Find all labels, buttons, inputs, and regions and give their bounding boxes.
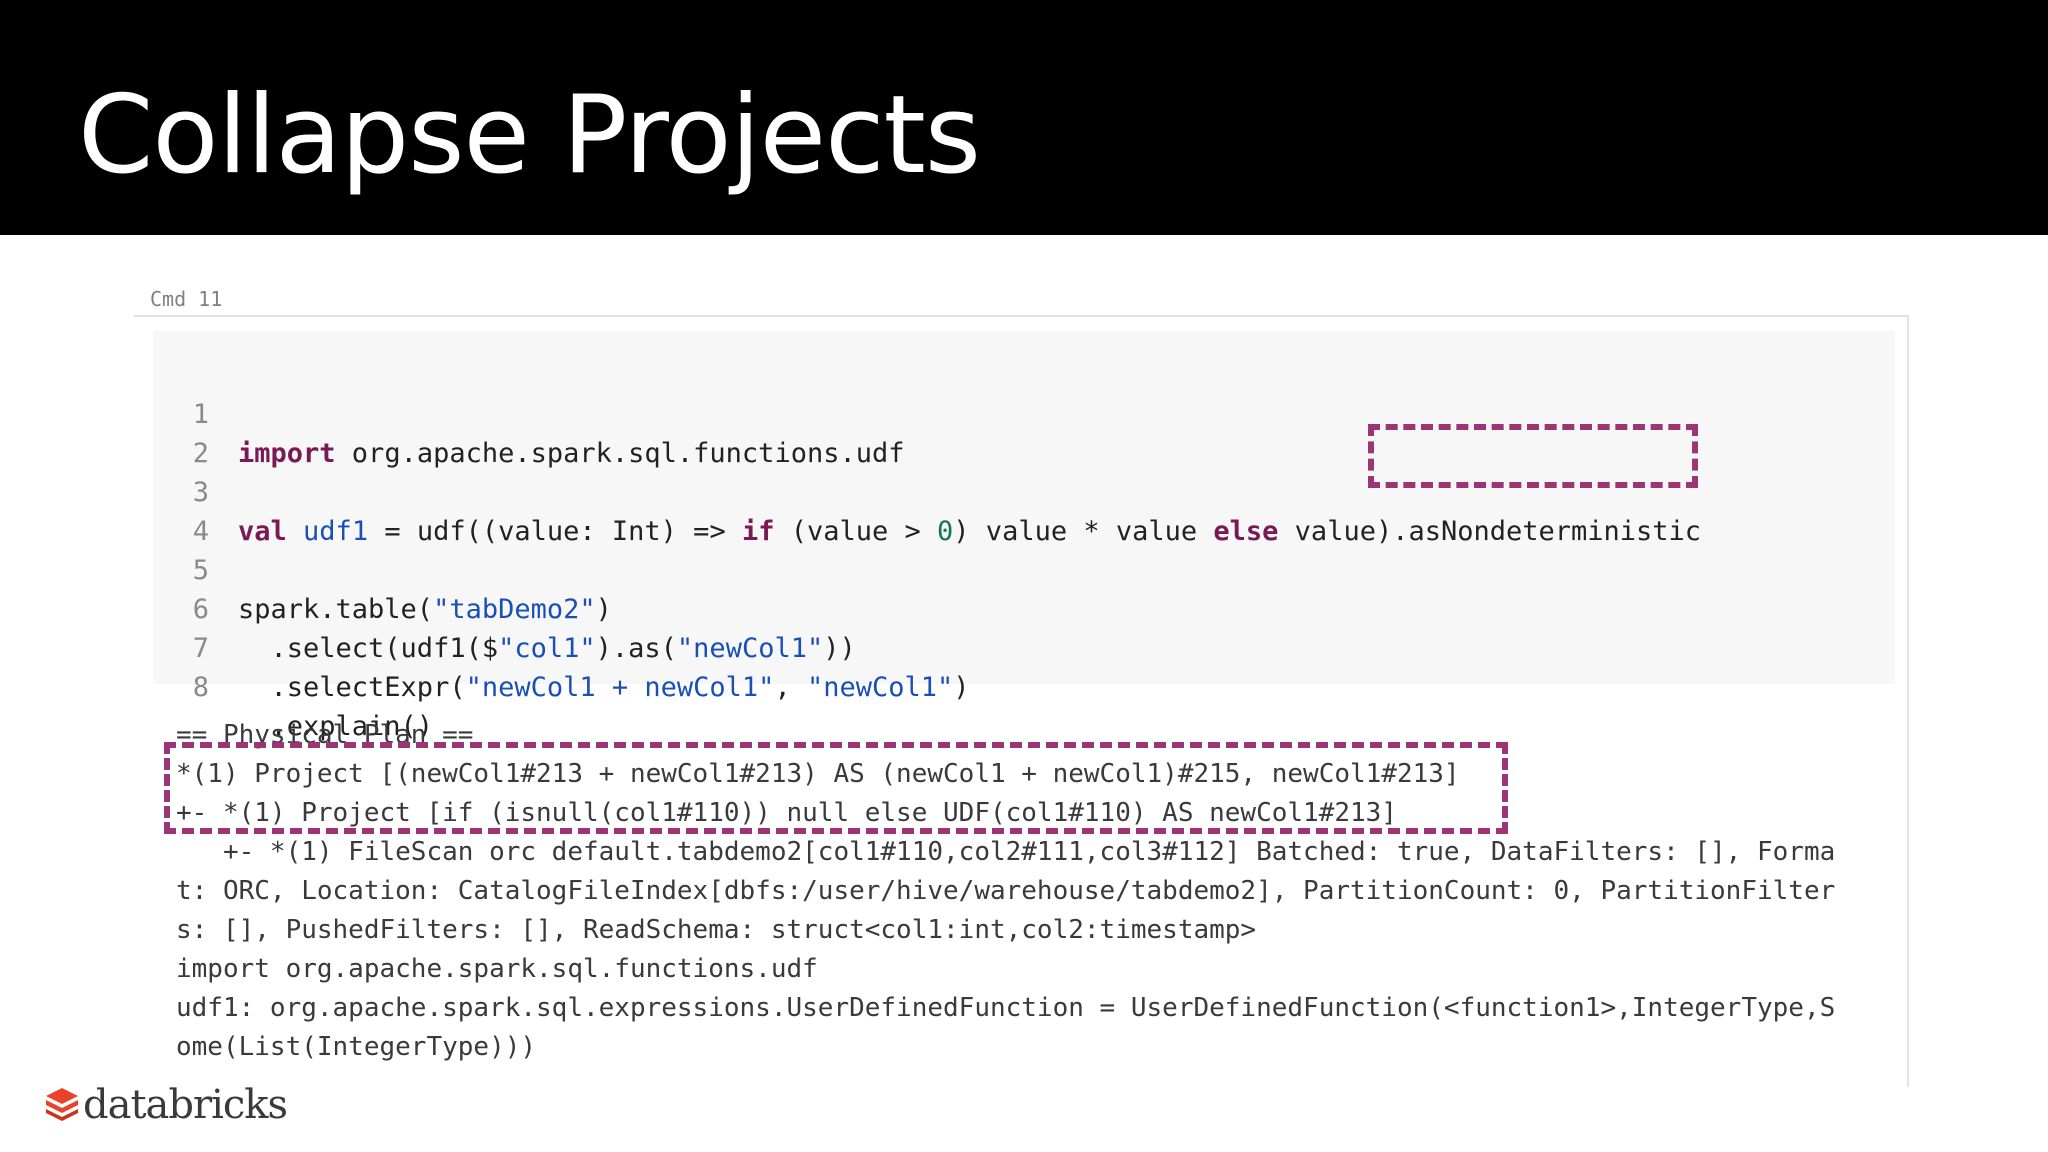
code-token: else — [1213, 516, 1279, 547]
slide-title: Collapse Projects — [78, 73, 981, 198]
code-text: .select(udf1($"col1").as("newCol1")) — [238, 629, 856, 668]
code-text: import org.apache.spark.sql.functions.ud… — [238, 434, 905, 473]
output-line: s: [], PushedFilters: [], ReadSchema: st… — [176, 915, 1257, 945]
code-token: ) — [595, 594, 612, 625]
line-number: 7 — [192, 633, 209, 664]
notebook-cell — [134, 315, 1909, 1087]
code-token: "tabDemo2" — [433, 594, 596, 625]
databricks-logo-icon — [46, 1088, 78, 1121]
code-token: = udf((value: Int) => — [368, 516, 742, 547]
code-text: .explain() — [238, 707, 434, 746]
code-text: val udf1 = udf((value: Int) => if (value… — [238, 512, 1701, 551]
line-number: 3 — [192, 477, 209, 508]
code-line: 2 — [153, 395, 1895, 469]
highlight-box-project — [164, 742, 1508, 834]
code-token: 0 — [937, 516, 954, 547]
output-line: import org.apache.spark.sql.functions.ud… — [176, 954, 818, 984]
code-token: ) value * value — [953, 516, 1214, 547]
code-token: )) — [823, 633, 856, 664]
code-line: 4 — [153, 473, 1895, 547]
output-line: +- *(1) Project [if (isnull(col1#110)) n… — [176, 798, 1397, 828]
code-token: spark.table( — [238, 594, 434, 625]
line-number: 1 — [192, 399, 209, 430]
code-line: 1 import org.apache.spark.sql.functions.… — [153, 356, 1895, 469]
code-token: .explain() — [238, 711, 434, 742]
output-line: +- *(1) FileScan orc default.tabdemo2[co… — [176, 837, 1836, 867]
code-token: if — [741, 516, 775, 547]
line-number: 4 — [192, 516, 209, 547]
title-bar: Collapse Projects — [0, 0, 2048, 235]
line-number: 2 — [192, 438, 209, 469]
code-token: (value > — [774, 516, 938, 547]
brand-name: databricks — [83, 1082, 288, 1128]
code-token: "col1" — [498, 633, 596, 664]
code-token: , — [774, 672, 807, 703]
output-line: ome(List(IntegerType))) — [176, 1032, 537, 1062]
highlight-box-asnondeterministic — [1368, 424, 1698, 488]
output-line: *(1) Project [(newCol1#213 + newCol1#213… — [176, 759, 1460, 789]
code-editor[interactable]: 1 import org.apache.spark.sql.functions.… — [153, 331, 1895, 742]
code-line: 8 .explain() — [153, 629, 1895, 742]
code-text: spark.table("tabDemo2") — [238, 590, 612, 629]
code-token: "newCol1" — [806, 672, 954, 703]
code-line: 7 .selectExpr("newCol1 + newCol1", "newC… — [153, 590, 1895, 703]
cell-label: Cmd 11 — [150, 287, 223, 311]
code-token: .selectExpr( — [238, 672, 466, 703]
code-line: 5 spark.table("tabDemo2") — [153, 512, 1895, 625]
code-line: 6 .select(udf1($"col1").as("newCol1")) — [153, 551, 1895, 664]
code-token: "newCol1 + newCol1" — [465, 672, 775, 703]
code-token: ) — [953, 672, 970, 703]
code-line: 3 val udf1 = udf((value: Int) => if (val… — [153, 434, 1895, 547]
code-token: value).asNondeterministic — [1278, 516, 1702, 547]
code-token: import — [238, 438, 336, 469]
code-token: val — [238, 516, 287, 547]
code-token: udf1 — [303, 516, 369, 547]
output-line: t: ORC, Location: CatalogFileIndex[dbfs:… — [176, 876, 1836, 906]
line-number: 8 — [192, 672, 209, 703]
code-token: org.apache.spark.sql.functions.udf — [335, 438, 905, 469]
line-number: 5 — [192, 555, 209, 586]
output-line: udf1: org.apache.spark.sql.expressions.U… — [176, 993, 1836, 1023]
code-token: .select(udf1($ — [238, 633, 499, 664]
code-token: "newCol1" — [676, 633, 824, 664]
code-token: ).as( — [595, 633, 677, 664]
code-text: .selectExpr("newCol1 + newCol1", "newCol… — [238, 668, 970, 707]
line-number: 6 — [192, 594, 209, 625]
